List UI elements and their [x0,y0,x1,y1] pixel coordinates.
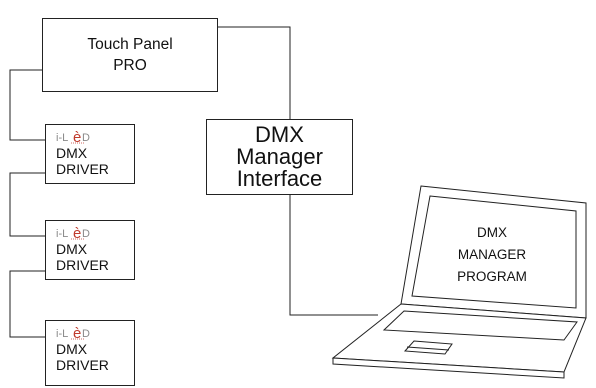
laptop-line2: MANAGER [457,247,527,262]
driver-line2: DRIVER [56,161,109,177]
dmx-driver-box-2: i-L è D DMX DRIVER [45,220,135,280]
laptop-screen-label: DMX MANAGER PROGRAM [432,222,552,288]
laptop-icon [331,185,587,379]
dmx-driver-box-3: i-L è D DMX DRIVER [45,320,135,386]
wire-driver2-driver3 [9,270,45,338]
iled-logo: i-L è D [56,223,134,241]
interface-line2: Manager [236,144,323,169]
interface-line3: Interface [236,166,323,191]
driver-line2: DRIVER [56,257,109,273]
svg-text:D: D [82,132,90,144]
laptop-line3: PROGRAM [457,269,527,284]
driver-line1: DMX [56,341,88,357]
svg-text:D: D [82,328,90,340]
iled-logo: i-L è D [56,323,134,341]
wire-driver1-driver2 [9,172,45,237]
driver-line2: DRIVER [56,357,109,373]
svg-text:D: D [82,228,90,240]
touch-panel-pro-box: Touch Panel PRO [42,18,218,92]
svg-text:i-L: i-L [56,328,68,340]
svg-text:i-L: i-L [56,228,68,240]
wire-touchpanel-interface [218,26,291,119]
laptop-line1: DMX [477,225,507,240]
svg-text:è: è [73,129,81,145]
dmx-manager-interface-box: DMX Manager Interface [206,119,353,195]
wire-touchpanel-driver1 [9,69,45,141]
dmx-driver-box-1: i-L è D DMX DRIVER [45,124,135,184]
iled-logo: i-L è D [56,127,134,145]
wire-interface-laptop [289,195,378,316]
driver-line1: DMX [56,241,88,257]
svg-text:è: è [73,325,81,341]
driver-line1: DMX [56,145,88,161]
interface-line1: DMX [255,122,304,147]
touch-panel-line2: PRO [113,57,147,74]
svg-text:è: è [73,225,81,241]
touch-panel-line1: Touch Panel [87,36,173,53]
svg-text:i-L: i-L [56,132,68,144]
